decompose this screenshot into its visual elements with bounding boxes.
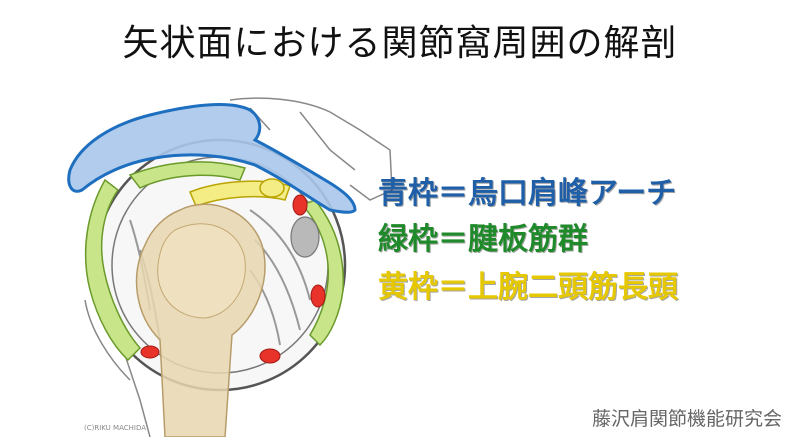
legend-yellow-biceps: 黄枠＝上腕二頭筋長頭 xyxy=(378,270,678,305)
humeral-head xyxy=(135,203,266,437)
slide-title: 矢状面における関節窩周囲の解剖 xyxy=(122,23,678,64)
rotator-cuff-muscles xyxy=(84,161,344,362)
coracoacromial-arch xyxy=(67,103,357,214)
shoulder-anatomy-illustration xyxy=(67,97,393,437)
organization-name: 藤沢肩関節機能研究会 xyxy=(591,408,782,430)
image-credit: (C)RIKU MACHIDA xyxy=(84,424,147,432)
biceps-tendon-cross-section xyxy=(259,178,285,198)
legend-blue-arch: 青枠＝烏口肩峰アーチ xyxy=(378,176,677,211)
legend-green-rotator-cuff: 緑枠＝腱板筋群 xyxy=(378,222,588,257)
grey-structure xyxy=(290,216,320,258)
red-markers xyxy=(140,194,326,364)
